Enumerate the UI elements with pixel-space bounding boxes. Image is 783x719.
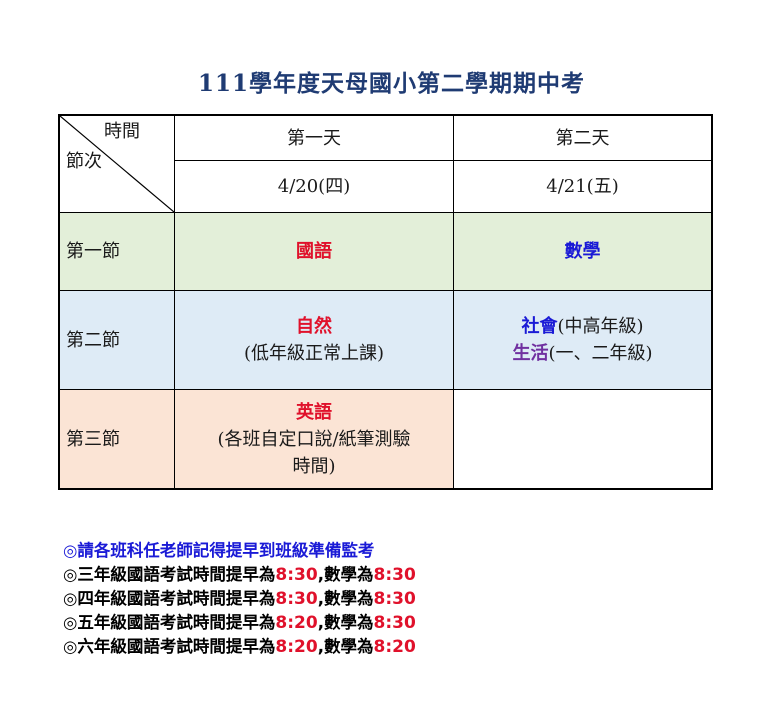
note-time-math: 8:30 bbox=[373, 565, 416, 585]
period1-day2-cell: 數學 bbox=[454, 213, 711, 291]
day1-date: 4/20(四) bbox=[175, 161, 454, 213]
period2-day2-subject2: 生活 bbox=[512, 343, 549, 364]
note-prefix: ◎六年級國語考試時間提早為 bbox=[63, 637, 276, 656]
period1-label: 第一節 bbox=[60, 213, 175, 291]
period1-day2-subject: 數學 bbox=[564, 241, 601, 262]
note-time-chinese: 8:20 bbox=[275, 637, 318, 657]
note-item-grade3: ◎三年級國語考試時間提早為8:30,數學為8:30 bbox=[63, 563, 416, 587]
period1-day1-subject: 國語 bbox=[296, 241, 332, 262]
note-time-chinese: 8:30 bbox=[275, 589, 318, 609]
header-time-label: 時間 bbox=[104, 121, 140, 142]
page-title: 111學年度天母國小第二學期期中考 bbox=[197, 70, 585, 97]
period3-day1-cell: 英語 (各班自定口說/紙筆測驗 時間) bbox=[175, 390, 454, 488]
note-mid: ,數學為 bbox=[317, 589, 374, 608]
day2-header: 第二天 bbox=[454, 116, 711, 161]
period3-day2-cell bbox=[454, 390, 711, 488]
period2-day2-note1: (中高年級) bbox=[557, 316, 644, 337]
note-mid: ,數學為 bbox=[317, 613, 374, 632]
period2-label: 第二節 bbox=[60, 291, 175, 390]
note-time-math: 8:30 bbox=[373, 589, 416, 609]
note-item-grade5: ◎五年級國語考試時間提早為8:20,數學為8:30 bbox=[63, 611, 416, 635]
period2-day1-cell: 自然 (低年級正常上課) bbox=[175, 291, 454, 390]
header-period-label: 節次 bbox=[66, 151, 102, 172]
diagonal-line bbox=[60, 116, 174, 212]
note-time-chinese: 8:30 bbox=[275, 565, 318, 585]
period3-day1-note-line1: (各班自定口說/紙筆測驗 bbox=[217, 428, 411, 450]
period3-day1-subject: 英語 bbox=[296, 401, 332, 423]
corner-header-cell: 時間 節次 bbox=[60, 116, 175, 213]
note-item-grade6: ◎六年級國語考試時間提早為8:20,數學為8:20 bbox=[63, 635, 416, 659]
period2-day1-note: (低年級正常上課) bbox=[243, 343, 385, 364]
day2-date: 4/21(五) bbox=[454, 161, 711, 213]
note-time-math: 8:30 bbox=[373, 613, 416, 633]
period2-day2-subject1: 社會 bbox=[521, 316, 558, 337]
notes-header: ◎請各班科任老師記得提早到班級準備監考 bbox=[63, 541, 375, 560]
note-prefix: ◎三年級國語考試時間提早為 bbox=[63, 565, 276, 584]
note-prefix: ◎五年級國語考試時間提早為 bbox=[63, 613, 276, 632]
note-time-chinese: 8:20 bbox=[275, 613, 318, 633]
note-time-math: 8:20 bbox=[373, 637, 416, 657]
note-item-grade4: ◎四年級國語考試時間提早為8:30,數學為8:30 bbox=[63, 587, 416, 611]
period1-day1-cell: 國語 bbox=[175, 213, 454, 291]
note-mid: ,數學為 bbox=[317, 565, 374, 584]
period3-day1-note-line2: 時間) bbox=[292, 455, 336, 477]
period2-day2-line1: 社會 (中高年級) bbox=[521, 313, 643, 340]
period3-label: 第三節 bbox=[60, 390, 175, 488]
period2-day2-line2: 生活 (一、二年級) bbox=[512, 340, 652, 367]
day1-header: 第一天 bbox=[175, 116, 454, 161]
note-mid: ,數學為 bbox=[317, 637, 374, 656]
period2-day1-subject: 自然 bbox=[296, 316, 332, 337]
period2-day2-cell: 社會 (中高年級) 生活 (一、二年級) bbox=[454, 291, 711, 390]
notes-section: ◎請各班科任老師記得提早到班級準備監考 ◎三年級國語考試時間提早為8:30,數學… bbox=[63, 539, 416, 659]
period2-day2-note2: (一、二年級) bbox=[548, 343, 653, 364]
exam-schedule-table: 時間 節次 第一天 第二天 4/20(四) 4/21(五) 第一節 國語 數學 … bbox=[58, 114, 713, 490]
note-prefix: ◎四年級國語考試時間提早為 bbox=[63, 589, 276, 608]
